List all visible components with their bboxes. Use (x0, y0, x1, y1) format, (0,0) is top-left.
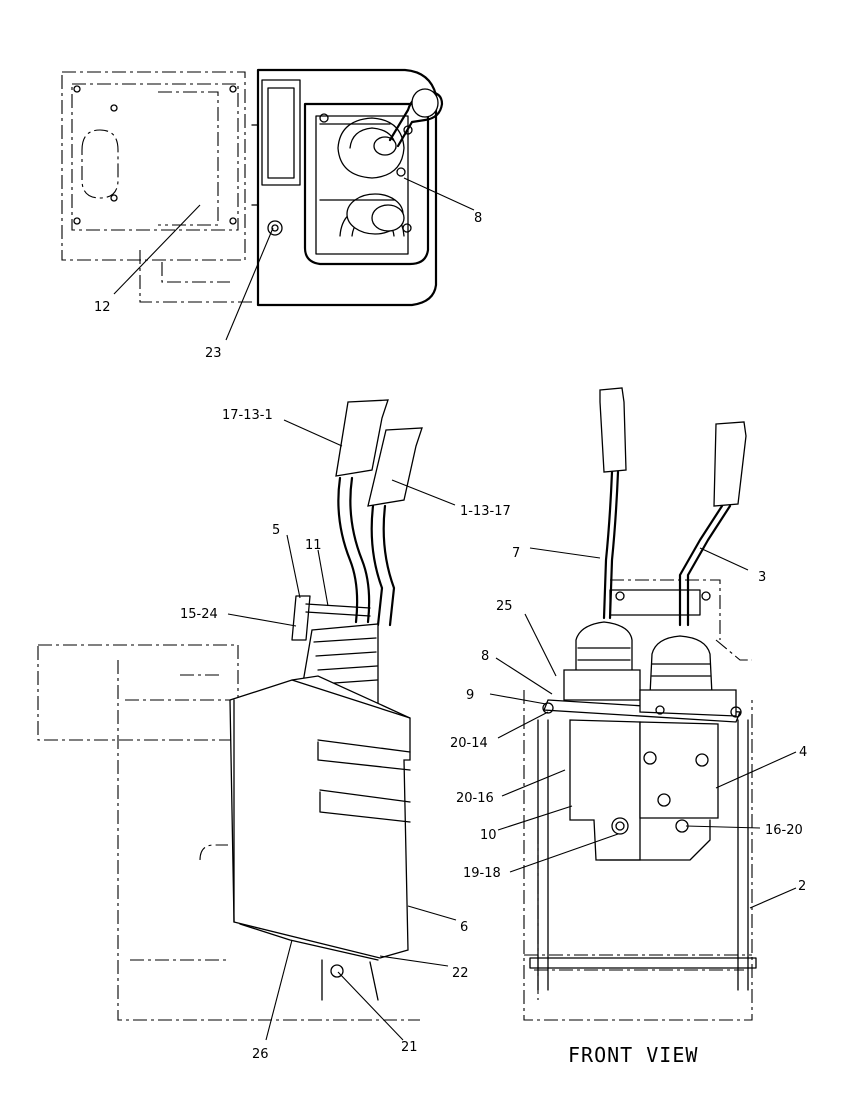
callout-c5: 5 (272, 523, 280, 538)
callout-c17131: 17-13-1 (222, 408, 273, 423)
callout-c9: 9 (466, 688, 474, 703)
callout-c6: 6 (460, 920, 468, 935)
callout-labels: 8 12 23 17-13-1 1-13-17 5 11 15-24 6 22 … (94, 211, 807, 1062)
callout-c1620: 16-20 (765, 823, 803, 838)
callout-c26: 26 (252, 1047, 269, 1062)
callout-c22: 22 (452, 966, 469, 981)
callout-c23: 23 (205, 346, 222, 361)
callout-c11: 11 (305, 538, 322, 553)
callout-c4: 4 (799, 745, 807, 760)
callout-c3: 3 (758, 570, 766, 585)
leader-lines (113, 177, 797, 1041)
callout-c25: 25 (496, 599, 513, 614)
callout-c2014: 20-14 (450, 736, 488, 751)
front-view-assembly (523, 387, 757, 1021)
side-view-assembly (37, 399, 423, 1021)
callout-c10: 10 (480, 828, 497, 843)
top-view-assembly (61, 68, 444, 307)
callout-c12: 12 (94, 300, 111, 315)
view-caption: FRONT VIEW (568, 1043, 698, 1067)
callout-c21: 21 (401, 1040, 418, 1055)
callout-c7: 7 (512, 546, 520, 561)
callout-c8front: 8 (481, 649, 489, 664)
callout-c2016: 20-16 (456, 791, 494, 806)
callout-c2: 2 (798, 879, 806, 894)
callout-c1918: 19-18 (463, 866, 501, 881)
callout-c8top: 8 (474, 211, 482, 226)
callout-c1524: 15-24 (180, 607, 218, 622)
callout-c11317: 1-13-17 (460, 504, 511, 519)
